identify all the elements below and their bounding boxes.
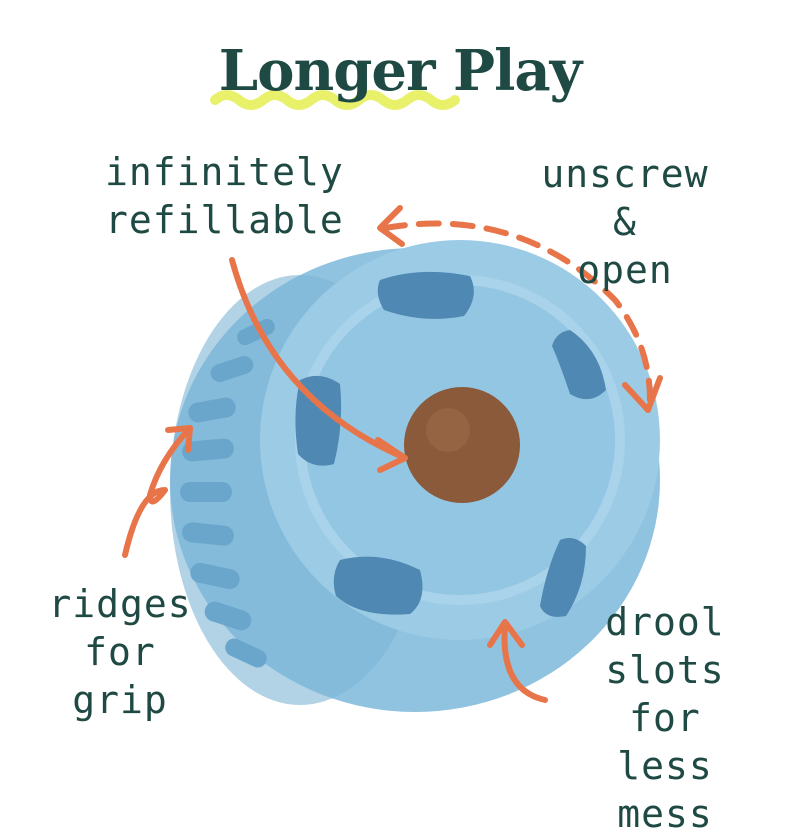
drool-callout: drool slots for less mess bbox=[560, 598, 770, 838]
refill-callout-line2: refillable bbox=[105, 198, 344, 242]
unscrew-arrow bbox=[382, 220, 653, 403]
ridges-callout: ridges for grip bbox=[40, 580, 200, 724]
unscrew-callout: unscrew & open bbox=[520, 150, 730, 294]
ridges-callout-line2: for grip bbox=[72, 630, 168, 722]
unscrew-arrowhead-right bbox=[622, 375, 663, 413]
illustration-canvas bbox=[122, 90, 663, 712]
drool-callout-line3: less mess bbox=[617, 744, 713, 836]
title-underline-highlight bbox=[210, 90, 460, 110]
refill-arrowhead bbox=[375, 437, 408, 473]
product-infographic: Longer Play infinitely refillable unscre… bbox=[40, 38, 730, 836]
toy-ball-image bbox=[170, 240, 660, 712]
unscrew-callout-line2: open bbox=[577, 248, 673, 292]
drool-arrowhead bbox=[487, 619, 525, 648]
drool-callout-line1: drool bbox=[605, 600, 725, 644]
unscrew-callout-line1: unscrew & bbox=[541, 152, 709, 244]
drool-callout-line2: slots for bbox=[605, 648, 725, 740]
unscrew-arrowhead-left bbox=[377, 205, 405, 247]
refill-callout: infinitely refillable bbox=[105, 148, 344, 244]
ridges-arrow bbox=[122, 425, 193, 558]
refill-callout-line1: infinitely bbox=[105, 150, 344, 194]
refill-arrow bbox=[229, 257, 408, 461]
page-title: Longer Play bbox=[218, 38, 582, 104]
drool-arrow bbox=[501, 622, 548, 703]
ridges-arrowhead bbox=[165, 425, 193, 453]
ridges-callout-line1: ridges bbox=[48, 582, 192, 626]
